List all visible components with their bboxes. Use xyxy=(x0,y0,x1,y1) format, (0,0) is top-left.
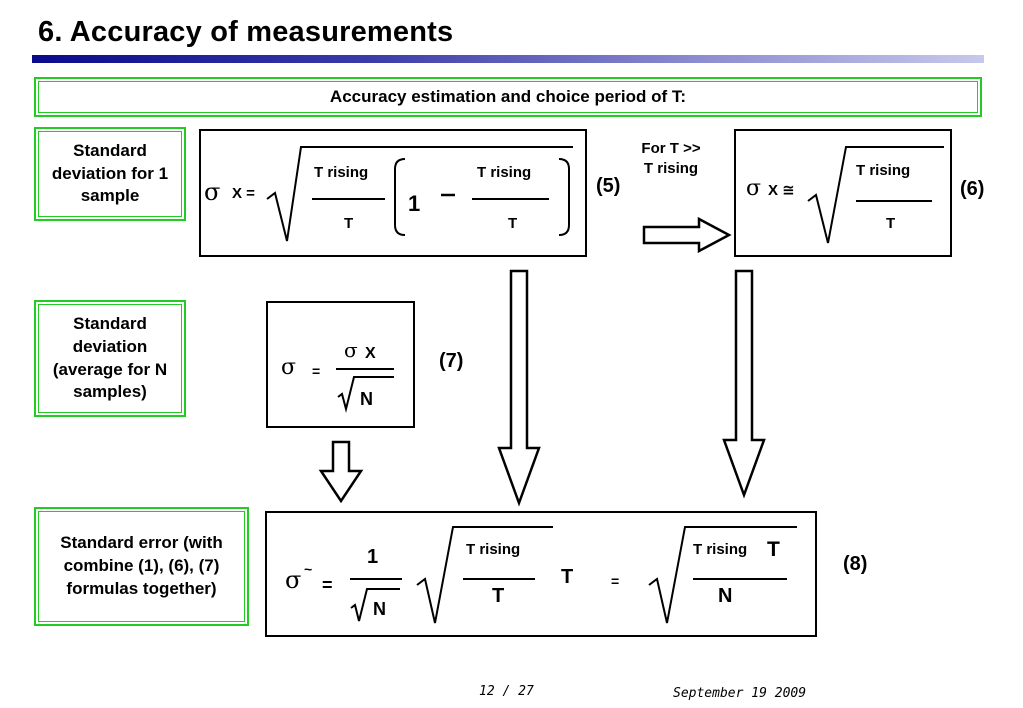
down-arrow-long-1-icon xyxy=(497,269,541,507)
equation-7-box: σ = σ X N xyxy=(266,301,415,428)
label-standard-error: Standard error (with combine (1), (6), (… xyxy=(34,507,249,626)
eq7-num-sigma: σ xyxy=(344,338,358,362)
eq7-number: (7) xyxy=(439,350,464,372)
eq8-denominator-2: N xyxy=(718,585,733,607)
footer-date: September 19 2009 xyxy=(673,686,807,701)
slide-title: 6. Accuracy of measurements xyxy=(38,16,454,48)
eq6-numerator: T rising xyxy=(856,162,911,179)
condition-text: For T >> T rising xyxy=(641,140,701,177)
eq8-number: (8) xyxy=(843,553,868,575)
eq5-sigma: σ xyxy=(204,178,221,206)
eq8-equals: = xyxy=(322,575,333,595)
label-sd-one-sample-text: Standard deviation for 1 sample xyxy=(51,140,169,206)
page-number: 12 / 27 xyxy=(479,684,534,699)
down-arrow-long-2-icon xyxy=(722,269,766,499)
eq7-radical xyxy=(336,368,394,413)
eq8-equals-2: = xyxy=(611,573,620,589)
eq5-numerator-2: T rising xyxy=(477,164,532,181)
eq5-number: (5) xyxy=(596,175,621,197)
eq8-sigma: σ xyxy=(285,566,302,594)
eq5-numerator-1: T rising xyxy=(314,164,369,181)
eq8-numerator-2-t: T xyxy=(767,538,780,561)
eq8-radical-n xyxy=(350,578,402,622)
equation-5-box: σ X = T rising T 1 T rising T xyxy=(199,129,587,257)
eq5-radical xyxy=(266,146,573,242)
eq7-sigma: σ xyxy=(281,355,297,380)
equation-6-box: σ X ≅ T rising T xyxy=(734,129,952,257)
eq8-radical-2 xyxy=(648,526,797,624)
header-box-text: Accuracy estimation and choice period of… xyxy=(329,86,687,106)
eq8-t-multiplier: T xyxy=(561,566,574,588)
eq7-equals: = xyxy=(312,363,321,379)
eq6-number: (6) xyxy=(960,178,985,200)
eq8-numerator-1: T rising xyxy=(466,541,521,558)
eq6-denominator: T xyxy=(886,215,896,232)
eq7-num-subscript: X xyxy=(365,345,376,362)
eq8-numerator-2: T rising xyxy=(693,541,748,558)
eq5-denominator-1: T xyxy=(344,215,354,232)
label-standard-error-text: Standard error (with combine (1), (6), (… xyxy=(60,533,223,598)
eq5-one: 1 xyxy=(408,191,421,216)
title-underline xyxy=(32,55,984,63)
eq8-one: 1 xyxy=(367,546,379,568)
eq8-den-n: N xyxy=(373,599,386,619)
down-arrow-short-icon xyxy=(318,440,364,504)
eq5-denominator-2: T xyxy=(508,215,518,232)
label-sd-one-sample: Standard deviation for 1 sample xyxy=(34,127,186,221)
eq6-sigma: σ xyxy=(746,176,762,201)
eq8-tilde: ~ xyxy=(304,561,313,577)
eq7-denominator: N xyxy=(360,389,373,409)
eq8-radical-1 xyxy=(416,526,553,624)
eq5-subscript: X = xyxy=(232,185,255,202)
eq6-subscript: X ≅ xyxy=(768,182,795,199)
label-sd-average-text: Standard deviation (average for N sample… xyxy=(52,313,168,402)
label-sd-average: Standard deviation (average for N sample… xyxy=(34,300,186,417)
eq6-radical xyxy=(807,146,944,244)
header-box: Accuracy estimation and choice period of… xyxy=(34,77,982,117)
equation-8-box: σ ~ = 1 N T rising T T = T rising T N xyxy=(265,511,817,637)
eq8-denominator-1: T xyxy=(492,585,505,607)
right-arrow-icon xyxy=(642,216,732,254)
